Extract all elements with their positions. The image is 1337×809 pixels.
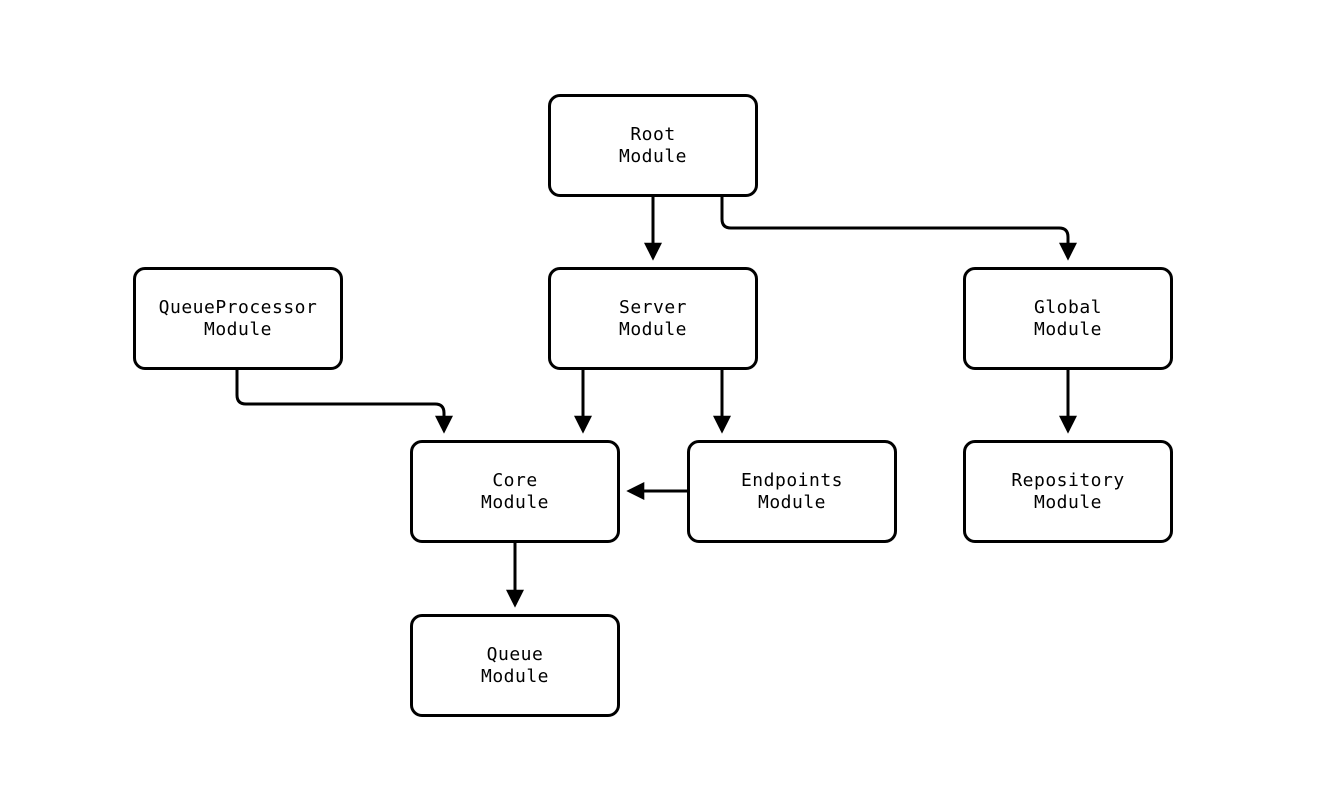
node-global-kind: Module <box>1033 318 1103 340</box>
node-endpoints-kind: Module <box>757 491 827 513</box>
node-queue-name: Queue <box>486 643 544 665</box>
edge-root-to-global <box>720 197 1077 261</box>
node-repository-kind: Module <box>1033 491 1103 513</box>
node-global-name: Global <box>1033 296 1103 318</box>
node-repository-name: Repository <box>1011 469 1125 491</box>
node-queue-kind: Module <box>480 665 550 687</box>
node-endpoints-name: Endpoints <box>740 469 844 491</box>
node-root-kind: Module <box>618 145 688 167</box>
node-server-name: Server <box>618 296 688 318</box>
node-queueprocessor-name: QueueProcessor <box>158 296 318 318</box>
node-core-name: Core <box>492 469 538 491</box>
node-root-name: Root <box>630 123 676 145</box>
node-queueprocessor-kind: Module <box>203 318 273 340</box>
node-server-kind: Module <box>618 318 688 340</box>
edge-queueprocessor-to-core <box>235 370 453 434</box>
node-core-kind: Module <box>480 491 550 513</box>
